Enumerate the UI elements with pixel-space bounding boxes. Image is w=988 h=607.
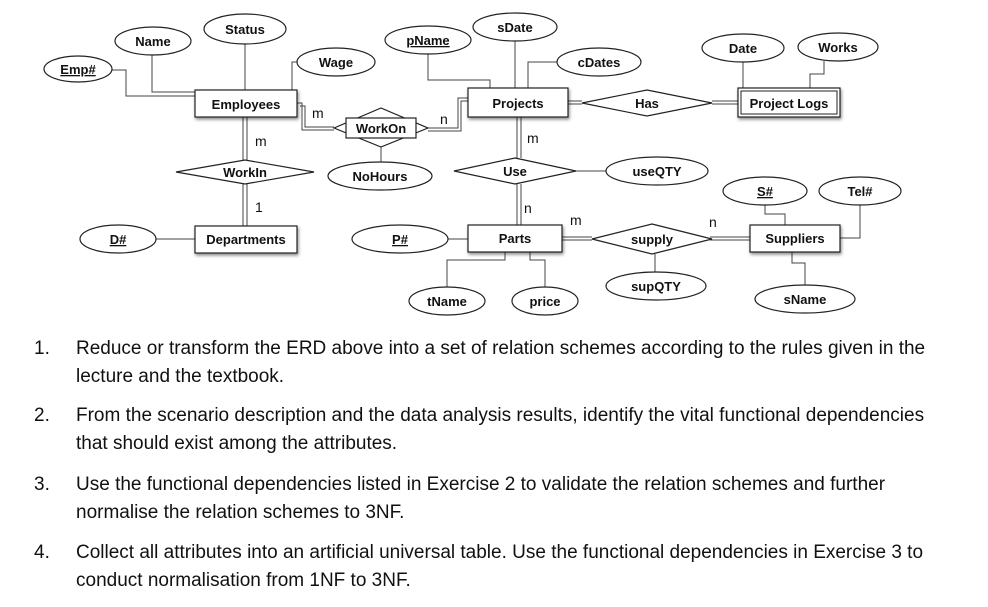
entity-projects: Projects (467, 87, 569, 118)
svg-text:D#: D# (110, 232, 127, 247)
svg-text:WorkIn: WorkIn (223, 165, 267, 180)
entity-parts: Parts (467, 224, 563, 253)
attribute-sdate: sDate (472, 12, 558, 42)
exercise-text: From the scenario description and the da… (76, 405, 925, 454)
svg-text:Works: Works (818, 40, 858, 55)
svg-text:price: price (529, 294, 560, 309)
svg-text:WorkOn: WorkOn (356, 121, 406, 136)
svg-text:Project Logs: Project Logs (750, 96, 829, 111)
exercise-text: Collect all attributes into an artificia… (76, 542, 924, 591)
entity-workon: WorkOn (332, 107, 430, 148)
attribute-nohours: NoHours (327, 161, 433, 191)
svg-text:pName: pName (406, 33, 449, 48)
attribute-emp-no: Emp# (43, 55, 113, 83)
cardinality-parts-use: n (524, 200, 532, 216)
svg-text:Suppliers: Suppliers (765, 231, 824, 246)
attribute-works: Works (797, 32, 879, 62)
attribute-status: Status (203, 13, 287, 45)
relationship-workin: WorkIn (175, 159, 315, 185)
exercise-number: 1. (34, 338, 50, 359)
exercise-text: Reduce or transform the ERD above into a… (76, 338, 926, 387)
er-diagram: Emp# Name Status Wage pName sDate cDates… (43, 12, 902, 316)
svg-text:Emp#: Emp# (60, 62, 96, 77)
svg-text:Parts: Parts (499, 231, 532, 246)
cardinality-dept-workin: 1 (255, 199, 263, 215)
attribute-d-no: D# (79, 224, 157, 254)
entity-suppliers: Suppliers (749, 224, 841, 253)
svg-text:Name: Name (135, 34, 170, 49)
svg-text:Wage: Wage (319, 55, 353, 70)
relationship-use: Use (453, 157, 577, 185)
relationship-has: Has (581, 89, 713, 117)
svg-text:Tel#: Tel# (847, 184, 873, 199)
svg-text:tName: tName (427, 294, 467, 309)
svg-text:NoHours: NoHours (353, 169, 408, 184)
cardinality-proj-use: m (527, 130, 539, 146)
attribute-date: Date (701, 33, 785, 63)
svg-text:Projects: Projects (492, 96, 543, 111)
svg-text:Status: Status (225, 22, 265, 37)
svg-text:Use: Use (503, 164, 527, 179)
attribute-cdates: cDates (556, 47, 642, 77)
svg-text:cDates: cDates (578, 55, 621, 70)
attribute-wage: Wage (296, 47, 376, 77)
attribute-s-no: S# (722, 176, 808, 206)
svg-text:supply: supply (631, 232, 674, 247)
attribute-tel-no: Tel# (818, 176, 902, 206)
svg-text:S#: S# (757, 184, 774, 199)
svg-text:sName: sName (784, 292, 827, 307)
attribute-useqty: useQTY (605, 156, 709, 186)
entity-project-logs: Project Logs (737, 87, 841, 118)
connector-lines (112, 40, 861, 288)
svg-text:Has: Has (635, 96, 659, 111)
attribute-name: Name (114, 26, 192, 56)
exercise-text: Use the functional dependencies listed i… (76, 474, 886, 523)
attribute-p-no: P# (351, 224, 449, 254)
attribute-supqty: supQTY (605, 271, 707, 301)
cardinality-supp-supply: n (709, 214, 717, 230)
svg-text:Departments: Departments (206, 232, 285, 247)
svg-text:sDate: sDate (497, 20, 532, 35)
svg-text:P#: P# (392, 232, 409, 247)
cardinality-parts-supply: m (570, 212, 582, 228)
relationship-supply: supply (591, 223, 713, 255)
svg-text:supQTY: supQTY (631, 279, 681, 294)
exercise-number: 2. (34, 405, 50, 426)
attribute-tname: tName (408, 286, 486, 316)
cardinality-emp-workon: m (312, 105, 324, 121)
exercise-number: 4. (34, 542, 50, 563)
svg-text:Employees: Employees (212, 97, 281, 112)
entity-departments: Departments (194, 225, 298, 254)
cardinality-proj-workon: n (440, 111, 448, 127)
cardinality-emp-workin: m (255, 133, 267, 149)
attribute-price: price (511, 286, 579, 316)
attribute-sname: sName (754, 284, 856, 314)
exercise-number: 3. (34, 474, 50, 495)
svg-text:Date: Date (729, 41, 757, 56)
svg-text:useQTY: useQTY (632, 164, 681, 179)
attribute-pname: pName (384, 25, 472, 55)
entity-employees: Employees (194, 89, 298, 118)
